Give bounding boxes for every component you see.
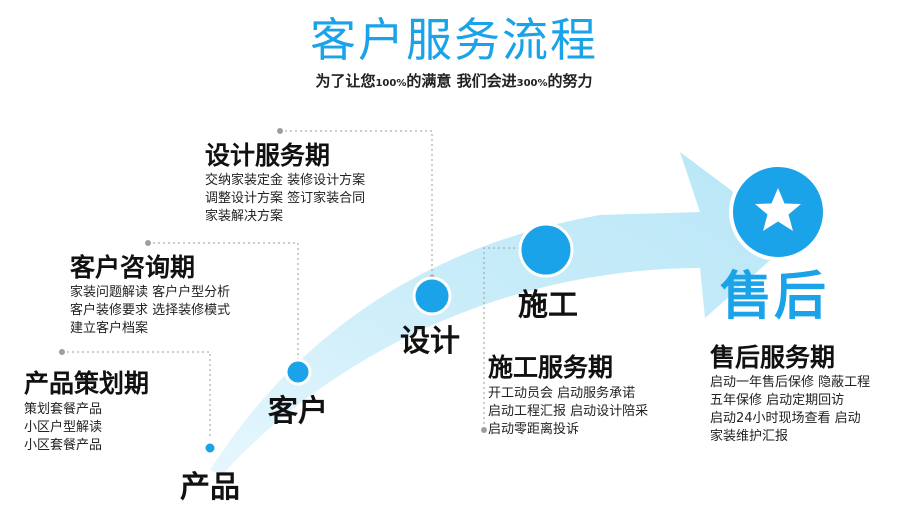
stage-desc-customer: 家装问题解读 客户户型分析 客户装修要求 选择装修模式 建立客户档案 xyxy=(70,284,230,338)
stage-title-customer: 客户咨询期 xyxy=(70,253,196,282)
stage-line: 启动零距离投诉 xyxy=(488,422,580,437)
stage-line: 启动24小时现场查看 启动 xyxy=(710,411,861,426)
stage-line: 调整设计方案 签订家装合同 xyxy=(205,191,366,206)
stage-line: 家装维护汇报 xyxy=(710,429,789,444)
stage-line: 家装问题解读 客户户型分析 xyxy=(70,285,231,300)
stage-line: 策划套餐产品 xyxy=(24,402,103,417)
subtitle-part: 为了让您 xyxy=(315,72,376,90)
stage-desc-design: 交纳家装定金 装修设计方案 调整设计方案 签订家装合同 家装解决方案 xyxy=(205,172,365,226)
stage-line: 建立客户档案 xyxy=(70,321,149,336)
stage-title-product: 产品策划期 xyxy=(24,369,150,398)
connector-construction xyxy=(483,247,535,430)
stage-line: 启动工程汇报 启动设计陪采 xyxy=(488,404,649,419)
flow-arrow xyxy=(210,152,795,475)
stage-line: 启动一年售后保修 隐蔽工程 xyxy=(710,375,871,390)
node-construction xyxy=(518,222,574,278)
node-label-product: 产品 xyxy=(180,470,240,505)
node-label-construction: 施工 xyxy=(518,288,578,323)
node-design xyxy=(412,276,452,316)
connector-dot-construction-end xyxy=(481,427,487,433)
subtitle-part: 的努力 xyxy=(547,72,593,90)
stage-title-construction: 施工服务期 xyxy=(488,353,614,382)
connector-dot-product xyxy=(59,349,65,355)
connector-customer xyxy=(148,242,299,372)
stage-line: 客户装修要求 选择装修模式 xyxy=(70,303,231,318)
node-label-design: 设计 xyxy=(400,324,460,359)
connector-product xyxy=(62,351,211,438)
stage-desc-construction: 开工动员会 启动服务承诺 启动工程汇报 启动设计陪采 启动零距离投诉 xyxy=(488,385,648,439)
stage-title-aftersale: 售后服务期 xyxy=(710,343,836,372)
subtitle-part: 的满意 我们会进 xyxy=(406,72,517,90)
connector-dot-customer xyxy=(145,240,151,246)
stage-line: 小区套餐产品 xyxy=(24,438,103,453)
star-icon xyxy=(755,188,801,231)
node-product xyxy=(202,440,218,456)
stage-title-design: 设计服务期 xyxy=(205,141,331,170)
connector-design xyxy=(280,130,433,278)
subtitle-percent: 300% xyxy=(516,78,548,89)
subtitle-percent: 100% xyxy=(375,78,407,89)
connector-dot-design xyxy=(277,128,283,134)
stage-line: 开工动员会 启动服务承诺 xyxy=(488,386,636,401)
node-customer xyxy=(284,358,312,386)
stage-line: 家装解决方案 xyxy=(205,209,284,224)
node-label-aftersale: 售后 xyxy=(720,267,829,327)
stage-desc-aftersale: 启动一年售后保修 隐蔽工程 五年保修 启动定期回访 启动24小时现场查看 启动 … xyxy=(710,374,870,446)
stage-line: 五年保修 启动定期回访 xyxy=(710,393,845,408)
node-label-customer: 客户 xyxy=(268,394,328,429)
stage-line: 小区户型解读 xyxy=(24,420,103,435)
page-subtitle: 为了让您100%的满意 我们会进300%的努力 xyxy=(0,70,908,91)
page-title: 客户服务流程 xyxy=(310,13,598,67)
stage-line: 交纳家装定金 装修设计方案 xyxy=(205,173,366,188)
stage-desc-product: 策划套餐产品 小区户型解读 小区套餐产品 xyxy=(24,401,102,455)
